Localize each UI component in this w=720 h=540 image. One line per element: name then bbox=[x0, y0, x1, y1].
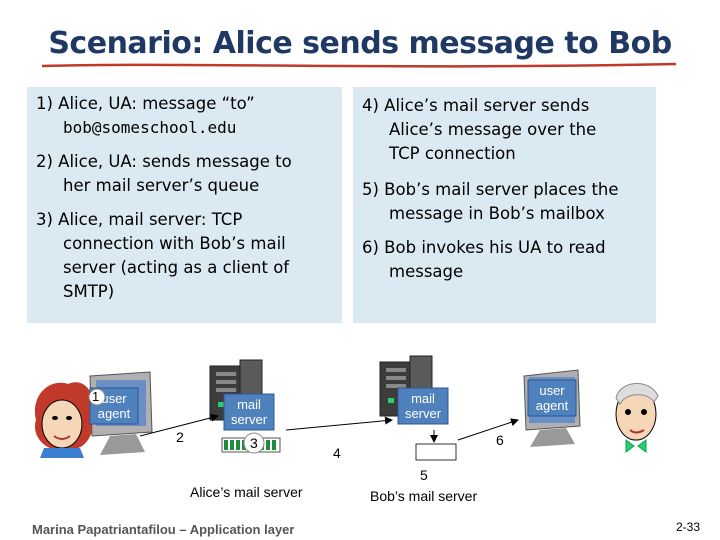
bob-icon bbox=[615, 383, 659, 453]
step-3-line-1: 3) Alice, mail server: TCP bbox=[36, 210, 243, 229]
bob-server-label-line2: server bbox=[404, 406, 442, 421]
bob-ua-label-box bbox=[527, 379, 577, 417]
step-6: 6) Bob invokes his UA to read message bbox=[362, 236, 606, 284]
page-number: 2-33 bbox=[676, 520, 701, 534]
step-num-4: 4 bbox=[333, 445, 341, 461]
footer-text: Marina Papatriantafilou – Application la… bbox=[32, 522, 295, 537]
arrow-2 bbox=[139, 413, 219, 437]
step-5: 5) Bob’s mail server places the message … bbox=[362, 178, 619, 226]
step-num-6: 6 bbox=[496, 432, 504, 448]
step-5-line-2: message in Bob’s mailbox bbox=[389, 204, 605, 223]
step-6-line-1: 6) Bob invokes his UA to read bbox=[362, 238, 606, 257]
right-steps-box bbox=[353, 87, 656, 323]
step-5-line-1: 5) Bob’s mail server places the bbox=[362, 180, 619, 199]
step-1-line-1: 1) Alice, UA: message “to” bbox=[36, 94, 255, 113]
bob-server-label-box bbox=[397, 387, 449, 425]
step-4: 4) Alice’s mail server sends Alice’s mes… bbox=[362, 94, 596, 166]
step-num-1: 1 bbox=[92, 389, 100, 404]
step-4-line-1: 4) Alice’s mail server sends bbox=[362, 96, 590, 115]
step-3-line-4: SMTP) bbox=[63, 282, 115, 301]
bob-mailbox bbox=[415, 443, 457, 461]
alice-server-label-line1: mail bbox=[237, 397, 261, 412]
arrow-6 bbox=[457, 418, 519, 441]
step-3-line-3: server (acting as a client of bbox=[63, 258, 290, 277]
step-3-circle bbox=[243, 432, 265, 454]
step-2: 2) Alice, UA: sends message to her mail … bbox=[36, 150, 292, 198]
bob-ua-label: user agent bbox=[528, 383, 576, 413]
slide-title: Scenario: Alice sends message to Bob bbox=[48, 26, 672, 61]
alice-ua-label: user agent bbox=[90, 391, 138, 421]
step-1-circle bbox=[88, 388, 106, 406]
step-2-line-2: her mail server’s queue bbox=[63, 176, 260, 195]
alice-server-label-line2: server bbox=[230, 412, 268, 427]
step-4-line-2: Alice’s message over the bbox=[389, 120, 597, 139]
step-4-line-3: TCP connection bbox=[389, 144, 516, 163]
bob-ua-label-line2: agent bbox=[535, 398, 569, 413]
step-1-email: bob@someschool.edu bbox=[63, 118, 237, 137]
step-1: 1) Alice, UA: message “to” bob@someschoo… bbox=[36, 92, 255, 140]
step-num-2: 2 bbox=[176, 429, 184, 445]
bob-server-label: mail server bbox=[398, 391, 448, 421]
alice-ua-label-line2: agent bbox=[97, 406, 131, 421]
arrow-4 bbox=[285, 416, 393, 431]
step-6-line-2: message bbox=[389, 262, 464, 281]
step-num-5: 5 bbox=[420, 467, 428, 483]
step-3: 3) Alice, mail server: TCP connection wi… bbox=[36, 208, 289, 304]
title-underline bbox=[41, 62, 677, 68]
alice-server-label: mail server bbox=[224, 397, 274, 427]
alice-server-label-box bbox=[223, 393, 275, 431]
left-steps-box bbox=[27, 87, 342, 323]
bob-server-label-line1: mail bbox=[411, 391, 435, 406]
alice-server-caption: Alice’s mail server bbox=[190, 484, 303, 500]
step-3-line-2: connection with Bob’s mail bbox=[63, 234, 286, 253]
alice-ua-label-line1: user bbox=[101, 391, 127, 406]
bob-ua-label-line1: user bbox=[539, 383, 565, 398]
step-num-3: 3 bbox=[250, 435, 258, 451]
step-2-line-1: 2) Alice, UA: sends message to bbox=[36, 152, 292, 171]
bob-server-caption: Bob’s mail server bbox=[370, 488, 478, 504]
alice-icon bbox=[34, 382, 94, 458]
